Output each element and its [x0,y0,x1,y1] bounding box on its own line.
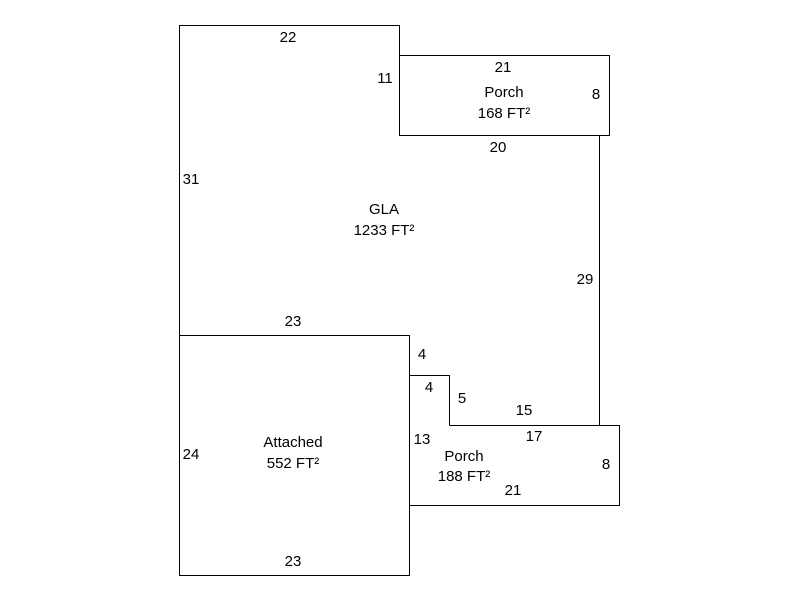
dim-gla-right: 29 [577,271,594,288]
dim-porch-bottom-bottom: 21 [505,482,522,499]
dim-gla-step-4a: 4 [418,346,426,363]
dim-porch-top-right: 8 [592,86,600,103]
dim-porch-bottom-right: 8 [602,456,610,473]
attached-area: 552 FT² [267,455,320,472]
attached-name: Attached [263,434,322,451]
dim-gla-step-4b: 4 [425,379,433,396]
dim-attached-left: 24 [183,446,200,463]
dim-gla-left: 31 [183,171,200,188]
gla-area: 1233 FT² [354,222,415,239]
dim-gla-step-5: 5 [458,390,466,407]
dim-gla-step-15: 15 [516,402,533,419]
dim-porch-top-top: 21 [495,59,512,76]
dim-gla-bottom-porch: 20 [490,139,507,156]
dim-gla-step-11: 11 [377,70,393,87]
dim-porch-bottom-left: 13 [414,431,431,448]
porch-top-name: Porch [484,84,523,101]
dim-porch-bottom-top: 17 [526,428,543,445]
dim-gla-top: 22 [280,29,297,46]
dim-attached-bottom: 23 [285,553,302,570]
porch-bottom-name: Porch [444,448,483,465]
gla-outline [179,25,400,336]
porch-bottom-outline [409,375,620,506]
gla-name: GLA [369,201,399,218]
porch-top-outline [399,55,610,136]
gla-step-outline [409,375,450,426]
porch-top-area: 168 FT² [478,105,531,122]
porch-bottom-area: 188 FT² [438,468,491,485]
dim-gla-bottom-left: 23 [285,313,302,330]
